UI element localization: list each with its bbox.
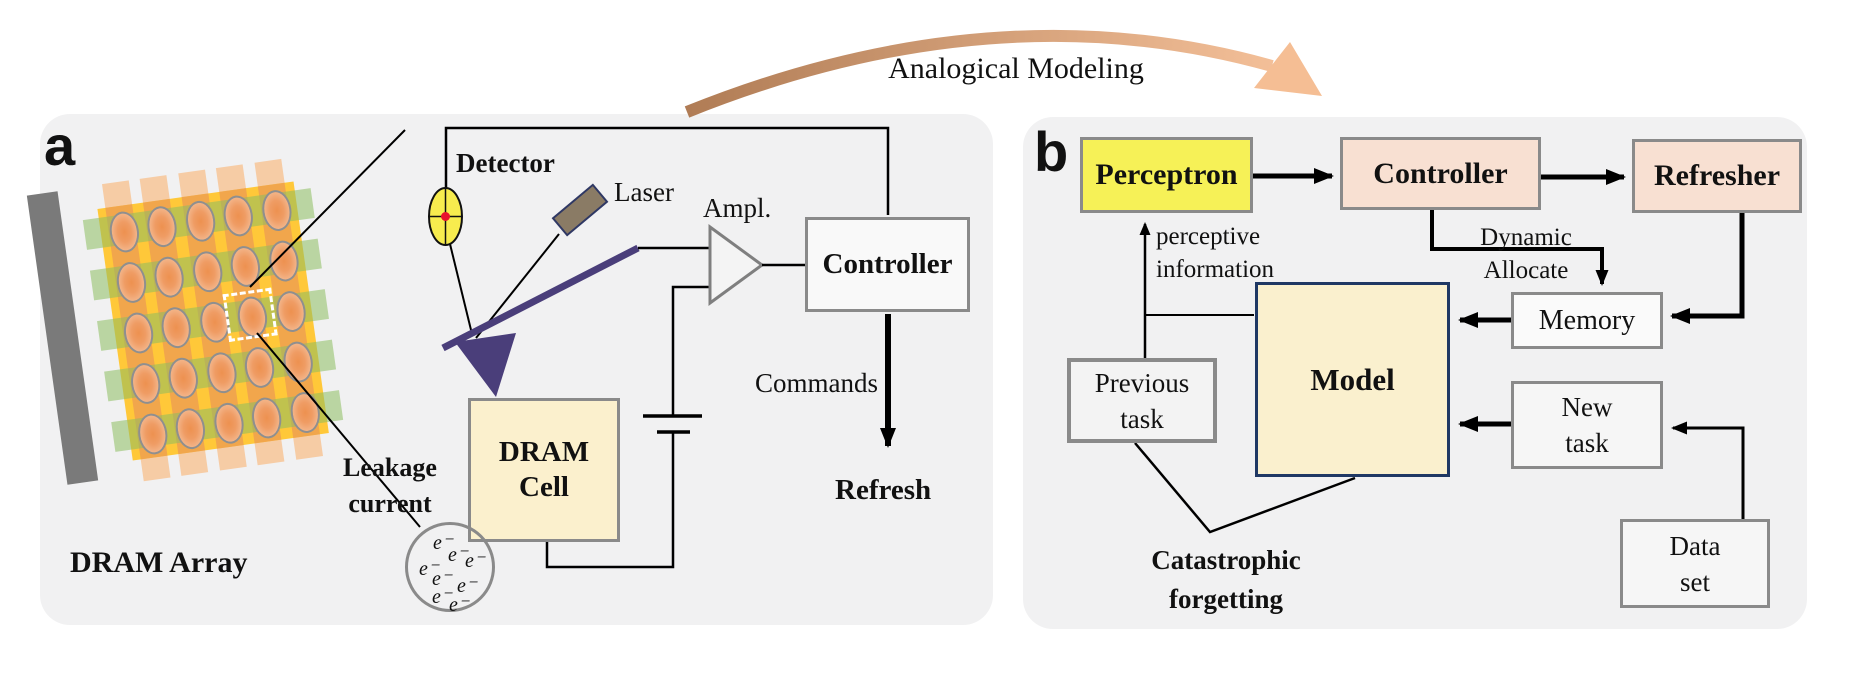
perceptive-line2: information xyxy=(1156,256,1275,283)
dataset-to-newtask-arrow xyxy=(1671,421,1745,519)
dram-array-label: DRAM Array xyxy=(70,546,248,579)
model-box: Model xyxy=(1255,282,1450,477)
memory-label: Memory xyxy=(1538,304,1636,336)
catastrophic-forgetting-lines xyxy=(1134,442,1356,534)
previous-task-line1: Previous xyxy=(1094,367,1190,398)
controller-b-box: Controller xyxy=(1340,137,1541,210)
dynamic-allocate-label: Dynamic Allocate xyxy=(1460,221,1592,287)
amplifier-icon xyxy=(708,224,765,306)
perceptron-label: Perceptron xyxy=(1095,158,1238,191)
electron-symbol: e⁻ xyxy=(449,594,469,616)
refresh-label: Refresh xyxy=(835,474,932,506)
dynamic-allocate-arrow xyxy=(1430,210,1609,286)
electron-symbol: e⁻ xyxy=(465,550,485,572)
perceptron-box: Perceptron xyxy=(1080,137,1253,213)
leakage-line2: current xyxy=(348,489,432,518)
detector-controller-wire xyxy=(444,126,890,215)
dynamic-line1: Dynamic xyxy=(1480,224,1572,251)
data-set-box: Data set xyxy=(1620,519,1770,608)
controller-a-label: Controller xyxy=(822,248,953,280)
detector-label: Detector xyxy=(456,148,555,178)
leakage-current-label: Leakage current xyxy=(322,450,458,522)
laser-label: Laser xyxy=(614,177,674,207)
memory-box: Memory xyxy=(1511,292,1663,349)
catastrophic-forgetting-label: Catastrophic forgetting xyxy=(1126,541,1326,619)
laser-spot-icon xyxy=(441,212,450,221)
panel-a-label: a xyxy=(44,114,76,177)
refresher-to-memory-arrow xyxy=(1670,213,1745,324)
controller-b-label: Controller xyxy=(1373,156,1508,190)
commands-label: Commands xyxy=(754,368,878,398)
analogical-modeling-arrow xyxy=(684,29,1274,118)
controller-a-box: Controller xyxy=(805,217,970,312)
perceptive-line1: perceptive xyxy=(1156,223,1261,250)
panel-b-label: b xyxy=(1034,120,1069,183)
data-set-line2: set xyxy=(1680,566,1710,597)
dram-cell-label-line2: Cell xyxy=(519,471,569,503)
electron-symbol: e⁻ xyxy=(432,568,452,590)
leakage-line1: Leakage xyxy=(343,453,437,482)
dram-cell-label-line1: DRAM xyxy=(498,436,590,468)
analogical-modeling-label: Analogical Modeling xyxy=(888,52,1144,85)
electron-symbol: e⁻ xyxy=(432,586,452,608)
electron-symbol: e⁻ xyxy=(419,558,439,580)
data-set-line1: Data xyxy=(1669,530,1721,561)
cantilever-tip xyxy=(455,333,516,397)
electron-symbol: e⁻ xyxy=(457,575,477,597)
new-task-line1: New xyxy=(1561,392,1613,422)
previous-task-line2: task xyxy=(1120,403,1164,434)
refresher-label: Refresher xyxy=(1653,159,1781,192)
zoom-pointer-line-top xyxy=(249,129,406,288)
cell-ground-wire xyxy=(545,432,675,569)
electron-symbol: e⁻ xyxy=(433,532,453,554)
reflected-beam-line xyxy=(449,243,473,335)
cantilever xyxy=(441,244,640,352)
leakage-pointer-line xyxy=(256,332,421,528)
new-task-line2: task xyxy=(1565,428,1609,458)
dynamic-line2: Allocate xyxy=(1483,257,1569,284)
new-task-box: New task xyxy=(1511,381,1663,469)
dram-cell-box: DRAM Cell xyxy=(468,398,620,542)
previous-task-box: Previous task xyxy=(1067,358,1217,443)
analogical-arrowhead-icon xyxy=(1254,42,1322,96)
capacitor-amp-wire xyxy=(671,285,710,417)
perceptive-information-label: perceptive information xyxy=(1156,220,1296,286)
model-label: Model xyxy=(1310,361,1395,397)
laser-icon xyxy=(551,183,609,237)
amplifier-label: Ampl. xyxy=(703,193,772,223)
refresher-box: Refresher xyxy=(1632,139,1802,213)
catastrophic-line1: Catastrophic xyxy=(1151,545,1301,575)
electron-symbol: e⁻ xyxy=(448,544,468,566)
electron-cloud: e⁻ e⁻ e⁻ e⁻ e⁻ e⁻ e⁻ e⁻ xyxy=(405,522,495,616)
catastrophic-line2: forgetting xyxy=(1169,584,1283,614)
